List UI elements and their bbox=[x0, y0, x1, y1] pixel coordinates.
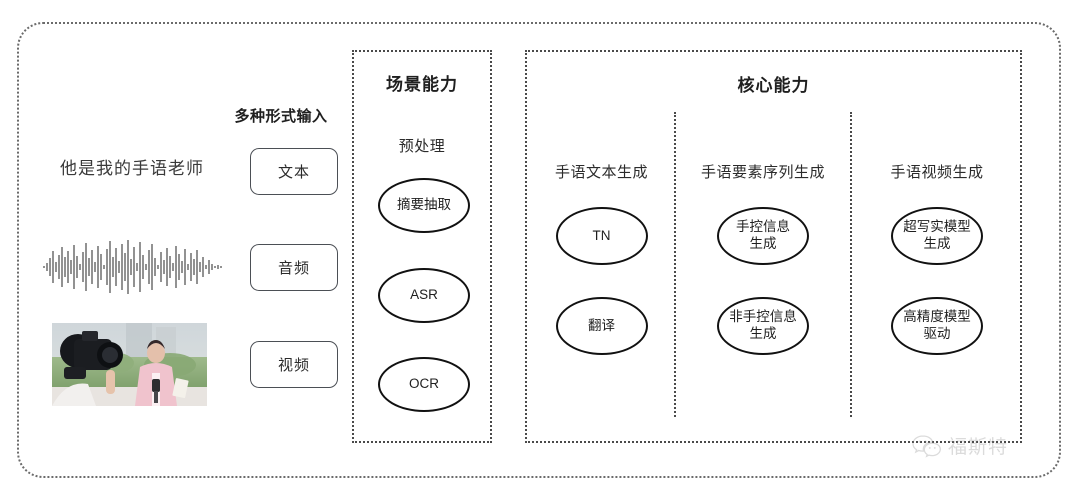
video-thumbnail-image bbox=[52, 323, 207, 406]
scene-node-summary-extraction[interactable]: 摘要抽取 bbox=[378, 178, 470, 233]
core-node-manual-info-generation[interactable]: 手控信息 生成 bbox=[717, 207, 809, 265]
core-column-sign-text-generation: 手语文本生成 TN 翻译 bbox=[529, 52, 674, 441]
wechat-icon bbox=[912, 434, 942, 458]
input-button-video[interactable]: 视频 bbox=[250, 341, 338, 388]
core-node-hyperrealistic-line2: 生成 bbox=[923, 236, 951, 251]
watermark: 福斯特 bbox=[912, 432, 1008, 459]
core-column-sign-element-sequence-generation: 手语要素序列生成 手控信息 生成 非手控信息 生成 bbox=[676, 52, 850, 441]
outer-frame bbox=[17, 22, 1061, 478]
core-node-hyperrealistic-model-generation[interactable]: 超写实模型 生成 bbox=[891, 207, 983, 265]
core-node-manual-info-line1: 手控信息 bbox=[736, 219, 790, 235]
core-node-tn-line1: TN bbox=[592, 227, 611, 243]
core-node-high-precision-model-driving[interactable]: 高精度模型 驱动 bbox=[891, 297, 983, 355]
scene-node-asr[interactable]: ASR bbox=[378, 268, 470, 323]
core-node-manual-info-line2: 生成 bbox=[749, 236, 777, 251]
core-node-high-precision-line2: 驱动 bbox=[923, 326, 951, 341]
core-column-divider-2 bbox=[850, 112, 852, 417]
scene-capability-panel: 场景能力 预处理 摘要抽取 ASR OCR bbox=[352, 50, 492, 443]
core-column-3-label: 手语视频生成 bbox=[890, 164, 984, 181]
input-button-text[interactable]: 文本 bbox=[250, 148, 338, 195]
input-button-audio[interactable]: 音频 bbox=[250, 244, 338, 291]
core-column-sign-video-generation: 手语视频生成 超写实模型 生成 高精度模型 驱动 bbox=[852, 52, 1022, 441]
scene-node-ocr[interactable]: OCR bbox=[378, 357, 470, 412]
core-node-non-manual-info-line2: 生成 bbox=[749, 326, 777, 341]
core-node-translation[interactable]: 翻译 bbox=[555, 297, 648, 355]
input-section-heading: 多种形式输入 bbox=[234, 108, 328, 125]
audio-waveform-icon bbox=[41, 238, 225, 296]
core-capability-panel: 核心能力 手语文本生成 TN 翻译 手语要素序列生成 手控信息 生成 bbox=[525, 50, 1022, 443]
core-column-2-label: 手语要素序列生成 bbox=[700, 164, 825, 181]
core-node-tn[interactable]: TN bbox=[555, 207, 648, 265]
core-column-1-label: 手语文本生成 bbox=[554, 164, 648, 181]
core-node-high-precision-line1: 高精度模型 bbox=[903, 309, 971, 325]
input-section: 多种形式输入 他是我的手语老师 bbox=[25, 60, 338, 440]
core-node-translation-line1: 翻译 bbox=[588, 317, 615, 333]
core-node-hyperrealistic-line1: 超写实模型 bbox=[903, 219, 971, 235]
core-node-non-manual-info-line1: 非手控信息 bbox=[729, 309, 797, 325]
sample-text: 他是我的手语老师 bbox=[60, 159, 204, 178]
scene-panel-title: 场景能力 bbox=[386, 75, 458, 94]
core-node-non-manual-info-generation[interactable]: 非手控信息 生成 bbox=[717, 297, 809, 355]
core-panel-title: 核心能力 bbox=[737, 76, 810, 95]
core-column-divider-1 bbox=[674, 112, 676, 417]
watermark-text: 福斯特 bbox=[948, 437, 1009, 458]
scene-group-label-preprocessing: 预处理 bbox=[398, 138, 446, 155]
